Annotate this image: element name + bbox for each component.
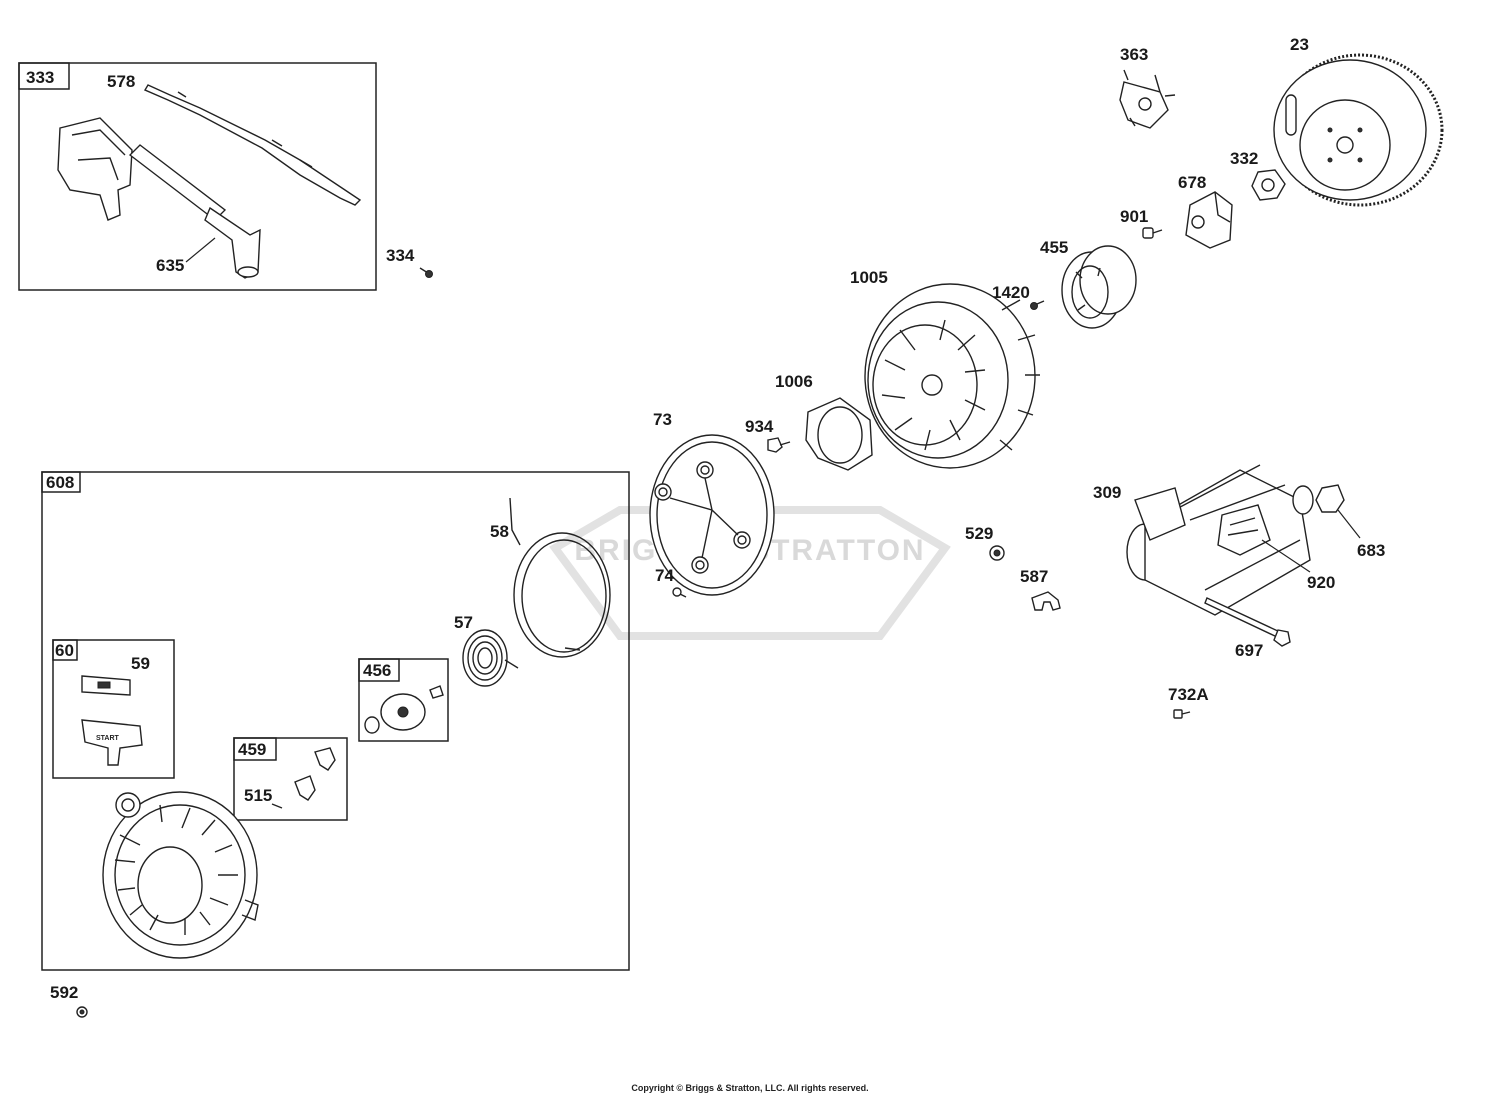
box-label-459: 459 (238, 740, 266, 759)
part-901-bolt[interactable] (1142, 227, 1163, 239)
label-683: 683 (1357, 541, 1385, 560)
label-592: 592 (50, 983, 78, 1002)
part-1006-bracket[interactable] (805, 397, 873, 471)
box-608-tag (41, 471, 81, 493)
box-60 (52, 639, 175, 779)
part-59-insert[interactable] (81, 675, 131, 696)
part-578-wire[interactable] (143, 84, 362, 206)
part-587-clamp[interactable] (1031, 591, 1061, 611)
label-455: 455 (1040, 238, 1068, 257)
box-459 (233, 737, 348, 821)
label-332: 332 (1230, 149, 1258, 168)
box-60-tag (52, 639, 78, 661)
label-920: 920 (1307, 573, 1335, 592)
box-label-60: 60 (55, 641, 74, 660)
box-label-608: 608 (46, 473, 74, 492)
part-732a-screw[interactable] (1173, 709, 1191, 719)
label-59: 59 (131, 654, 150, 673)
part-1005-fan[interactable] (864, 283, 1040, 469)
label-74: 74 (655, 566, 674, 585)
part-73-cover[interactable] (649, 434, 775, 596)
part-60-handle[interactable]: START (81, 719, 143, 766)
label-697: 697 (1235, 641, 1263, 660)
label-58: 58 (490, 522, 509, 541)
part-455-cup[interactable] (1061, 245, 1137, 329)
part-23-flywheel[interactable] (1273, 53, 1444, 207)
part-1420-screw[interactable] (1030, 300, 1045, 310)
box-459-tag (233, 737, 277, 761)
part-456-pawl-kit[interactable] (364, 685, 444, 734)
box-333-tag (18, 62, 70, 90)
part-459-pawls[interactable] (271, 747, 336, 809)
leader-920 (1261, 539, 1311, 573)
label-1420: 1420 (992, 283, 1030, 302)
label-901: 901 (1120, 207, 1148, 226)
label-1006: 1006 (775, 372, 813, 391)
part-678-housing[interactable] (1185, 191, 1233, 249)
part-529-grommet[interactable] (989, 545, 1005, 561)
part-74-screw[interactable] (672, 587, 687, 598)
part-635-switch[interactable] (57, 117, 261, 279)
box-label-456: 456 (363, 661, 391, 680)
label-515: 515 (244, 786, 272, 805)
part-309-starter[interactable] (1126, 464, 1345, 616)
label-732a: 732A (1168, 685, 1209, 704)
copyright-notice: Copyright © Briggs & Stratton, LLC. All … (631, 1083, 869, 1093)
box-456-tag (358, 658, 400, 682)
label-934: 934 (745, 417, 774, 436)
label-57: 57 (454, 613, 473, 632)
part-334-screw[interactable] (419, 267, 433, 278)
part-58-rope[interactable] (509, 497, 611, 658)
part-363-adapter[interactable] (1119, 69, 1176, 129)
box-608 (41, 471, 630, 971)
part-608-recoil-housing[interactable] (102, 791, 259, 959)
box-456 (358, 658, 449, 742)
box-label-333: 333 (26, 68, 54, 87)
part-57-spring[interactable] (462, 629, 519, 687)
handle-start-text: START (96, 735, 120, 742)
label-635: 635 (156, 256, 184, 275)
part-332-nut[interactable] (1251, 169, 1286, 201)
label-1005: 1005 (850, 268, 888, 287)
label-334: 334 (386, 246, 415, 265)
part-934-bolt[interactable] (767, 437, 791, 453)
leader-635 (185, 237, 216, 263)
box-333 (18, 62, 377, 291)
part-697-bolt[interactable] (1204, 597, 1291, 647)
label-678: 678 (1178, 173, 1206, 192)
label-73: 73 (653, 410, 672, 429)
part-592-nut[interactable] (76, 1006, 88, 1018)
label-23: 23 (1290, 35, 1309, 54)
label-587: 587 (1020, 567, 1048, 586)
leader-683 (1337, 509, 1361, 539)
label-578: 578 (107, 72, 135, 91)
label-309: 309 (1093, 483, 1121, 502)
label-529: 529 (965, 524, 993, 543)
label-363: 363 (1120, 45, 1148, 64)
